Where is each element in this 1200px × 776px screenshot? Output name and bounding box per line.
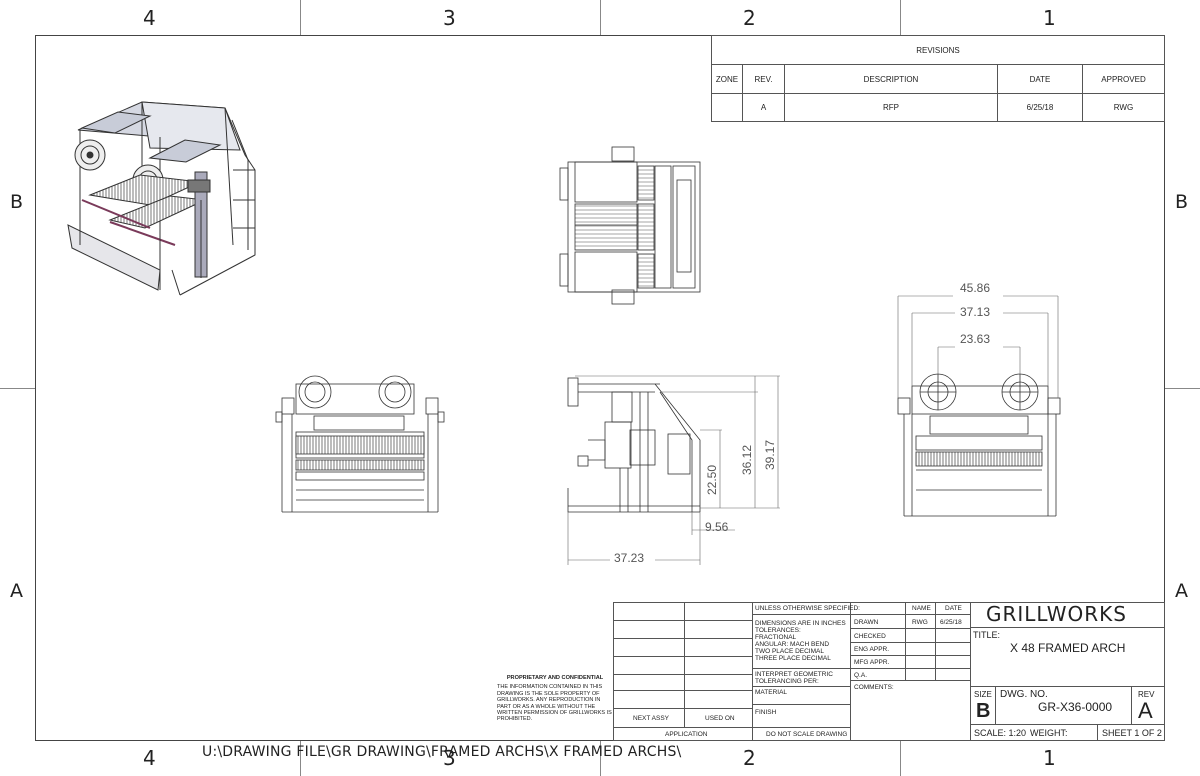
- zone-tick: [0, 388, 35, 389]
- dims-note-4: TWO PLACE DECIMAL: [755, 648, 824, 655]
- application: APPLICATION: [665, 731, 708, 738]
- zone-tick: [300, 0, 301, 35]
- sheet: SHEET 1 OF 2: [1102, 728, 1162, 738]
- rev-col-date: DATE: [997, 64, 1083, 94]
- rear-view: [897, 373, 1061, 517]
- dim-top-mid: 37.13: [960, 305, 991, 319]
- dim-depth-overall: 37.23: [614, 551, 645, 565]
- used-on: USED ON: [705, 715, 735, 722]
- title-block: [613, 602, 1165, 741]
- checked-label: CHECKED: [854, 633, 886, 640]
- weight: WEIGHT:: [1030, 728, 1068, 738]
- dim-depth-small: 9.56: [705, 520, 729, 534]
- rev-value: A: [1138, 698, 1153, 723]
- unless-specified: UNLESS OTHERWISE SPECIFIED:: [755, 605, 860, 612]
- qa-label: Q.A.: [854, 672, 868, 679]
- title-label: TITLE:: [973, 630, 1001, 640]
- geometric-note-0: INTERPRET GEOMETRIC: [755, 671, 833, 678]
- zone-tick: [600, 741, 601, 776]
- comments-label: COMMENTS:: [854, 684, 894, 691]
- date-header: DATE: [945, 605, 962, 612]
- zone-col-4-top: 4: [143, 6, 156, 30]
- revisions-table: REVISIONS ZONE REV. DESCRIPTION DATE APP…: [711, 35, 1165, 122]
- zone-col-2-top: 2: [743, 6, 756, 30]
- rev-row-rev: A: [742, 93, 785, 122]
- rev-row-zone: [711, 93, 743, 122]
- zone-col-3-top: 3: [443, 6, 456, 30]
- do-not-scale: DO NOT SCALE DRAWING: [766, 731, 848, 738]
- drawn-label: DRAWN: [854, 619, 879, 626]
- scale: SCALE: 1:20: [974, 728, 1027, 738]
- dim-height-mid: 36.12: [740, 444, 754, 475]
- file-path: U:\DRAWING FILE\GR DRAWING\FRAMED ARCHS\…: [202, 744, 682, 760]
- drawing-border: [35, 35, 1165, 741]
- mfg-appr-label: MFG APPR.: [854, 659, 890, 666]
- proprietary-note: PROPRIETARY AND CONFIDENTIAL THE INFORMA…: [497, 675, 613, 723]
- drawn-date: 6/25/18: [940, 619, 962, 626]
- zone-tick: [300, 741, 301, 776]
- isometric-view: [67, 101, 256, 296]
- drawing-title: X 48 FRAMED ARCH: [1010, 641, 1126, 655]
- rev-label: REV: [1138, 690, 1155, 699]
- rev-col-zone: ZONE: [711, 64, 743, 94]
- zone-col-1-top: 1: [1043, 6, 1056, 30]
- zone-col-4-bottom: 4: [143, 746, 156, 770]
- drawn-name: RWG: [912, 619, 928, 626]
- side-view: [567, 377, 701, 513]
- dims-note-2: FRACTIONAL: [755, 634, 797, 641]
- size-label: SIZE: [974, 690, 992, 699]
- zone-row-b-right: B: [1175, 191, 1189, 213]
- front-view: [275, 375, 445, 513]
- top-view: [559, 146, 701, 305]
- dimension-lines: [567, 295, 1059, 565]
- geometric-note-1: TOLERANCING PER:: [755, 678, 819, 685]
- zone-col-1-bottom: 1: [1043, 746, 1056, 770]
- zone-row-a-left: A: [10, 580, 23, 602]
- rev-row-description: RFP: [784, 93, 998, 122]
- rev-col-rev: REV.: [742, 64, 785, 94]
- dims-note-5: THREE PLACE DECIMAL: [755, 655, 831, 662]
- dwg-no-value: GR-X36-0000: [1038, 700, 1113, 714]
- finish-label: FINISH: [755, 709, 777, 716]
- proprietary-heading: PROPRIETARY AND CONFIDENTIAL: [506, 675, 604, 681]
- zone-tick: [900, 741, 901, 776]
- material-label: MATERIAL: [755, 689, 788, 696]
- eng-appr-label: ENG APPR.: [854, 646, 890, 653]
- dwg-no-label: DWG. NO.: [1000, 689, 1048, 700]
- zone-row-a-right: A: [1175, 580, 1188, 602]
- dims-note-1: TOLERANCES:: [755, 627, 801, 634]
- dim-top-inner: 23.63: [960, 332, 991, 346]
- dims-note-3: ANGULAR: MACH BEND: [755, 641, 830, 648]
- next-assy: NEXT ASSY: [633, 715, 670, 722]
- company-name: GRILLWORKS: [986, 602, 1127, 626]
- dims-note-0: DIMENSIONS ARE IN INCHES: [755, 620, 846, 627]
- zone-tick: [1165, 388, 1200, 389]
- zone-col-3-bottom: 3: [443, 746, 456, 770]
- rev-row-approved: RWG: [1082, 93, 1165, 122]
- zone-col-2-bottom: 2: [743, 746, 756, 770]
- name-header: NAME: [912, 605, 931, 612]
- dim-height-overall: 39.17: [763, 439, 777, 470]
- zone-tick: [900, 0, 901, 35]
- zone-tick: [600, 0, 601, 35]
- size-value: B: [976, 700, 991, 722]
- zone-row-b-left: B: [10, 191, 24, 213]
- rev-row-date: 6/25/18: [997, 93, 1083, 122]
- dim-height-lower: 22.50: [705, 464, 719, 495]
- proprietary-body: THE INFORMATION CONTAINED IN THIS DRAWIN…: [497, 684, 612, 723]
- dim-top-overall: 45.86: [960, 281, 991, 295]
